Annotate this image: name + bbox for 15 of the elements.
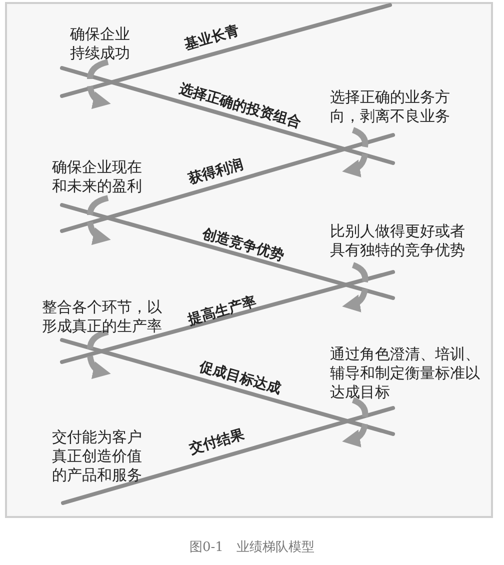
- line-label: 交付结果: [188, 426, 246, 458]
- description-text: 通过角色澄清、培训、辅导和制定衡量标准以达成目标: [330, 345, 481, 402]
- line-label: 获得利润: [186, 156, 246, 188]
- description-text: 确保企业持续成功: [70, 25, 131, 63]
- description-text: 比别人做得更好或者具有独特的竞争优势: [330, 222, 466, 260]
- line-label: 促成目标达成: [197, 358, 283, 398]
- line-label: 创造竞争优势: [200, 224, 286, 266]
- line-label: 选择正确的投资组合: [176, 80, 304, 132]
- line-label: 提高生产率: [186, 292, 258, 330]
- caption: 图0-1 业绩梯队模型: [190, 539, 314, 556]
- description-text: 确保企业现在和未来的盈利: [52, 158, 143, 196]
- description-text: 交付能为客户真正创造价值的产品和服务: [52, 428, 143, 485]
- description-text: 选择正确的业务方向，剥离不良业务: [330, 88, 451, 126]
- description-text: 整合各个环节，以形成真正的生产率: [42, 298, 163, 336]
- line-label: 基业长青: [182, 22, 242, 54]
